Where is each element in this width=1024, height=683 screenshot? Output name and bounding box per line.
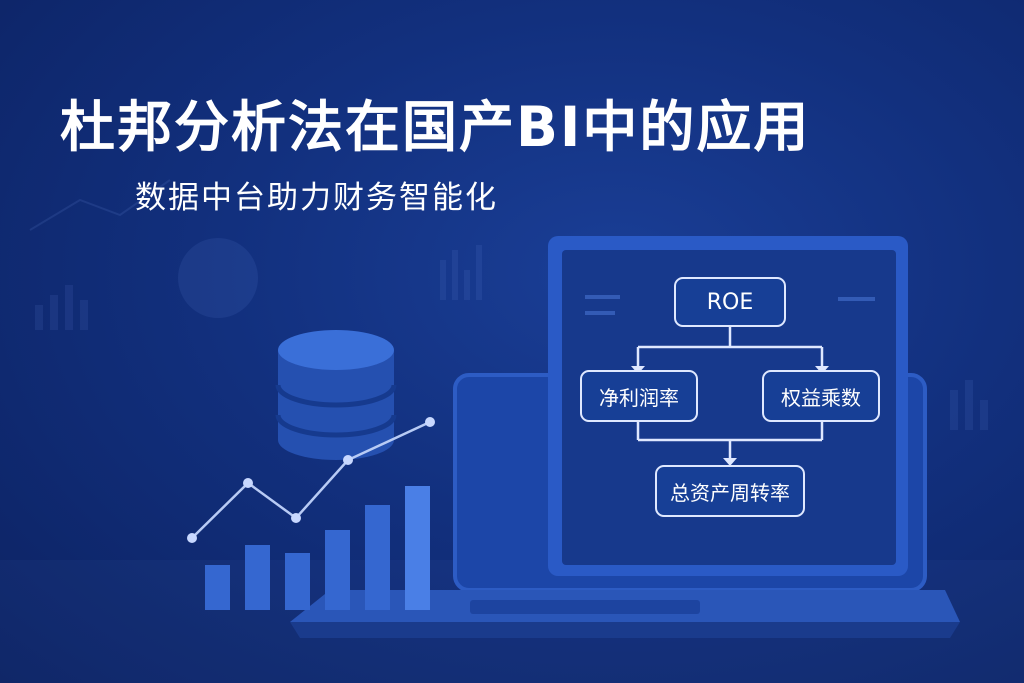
diagram-node-equity-multiplier: 权益乘数 [762,370,880,422]
line-chart-icon [187,417,435,543]
bar-chart-icon [205,486,430,610]
diagram-node-roe: ROE [674,277,786,327]
page-title: 杜邦分析法在国产BI中的应用 [60,95,811,159]
diagram-node-asset-turnover: 总资产周转率 [655,465,805,517]
diagram-node-net-profit-margin: 净利润率 [580,370,698,422]
page-subtitle: 数据中台助力财务智能化 [135,180,498,216]
database-icon [275,330,397,460]
diagram-connectors [636,326,824,460]
